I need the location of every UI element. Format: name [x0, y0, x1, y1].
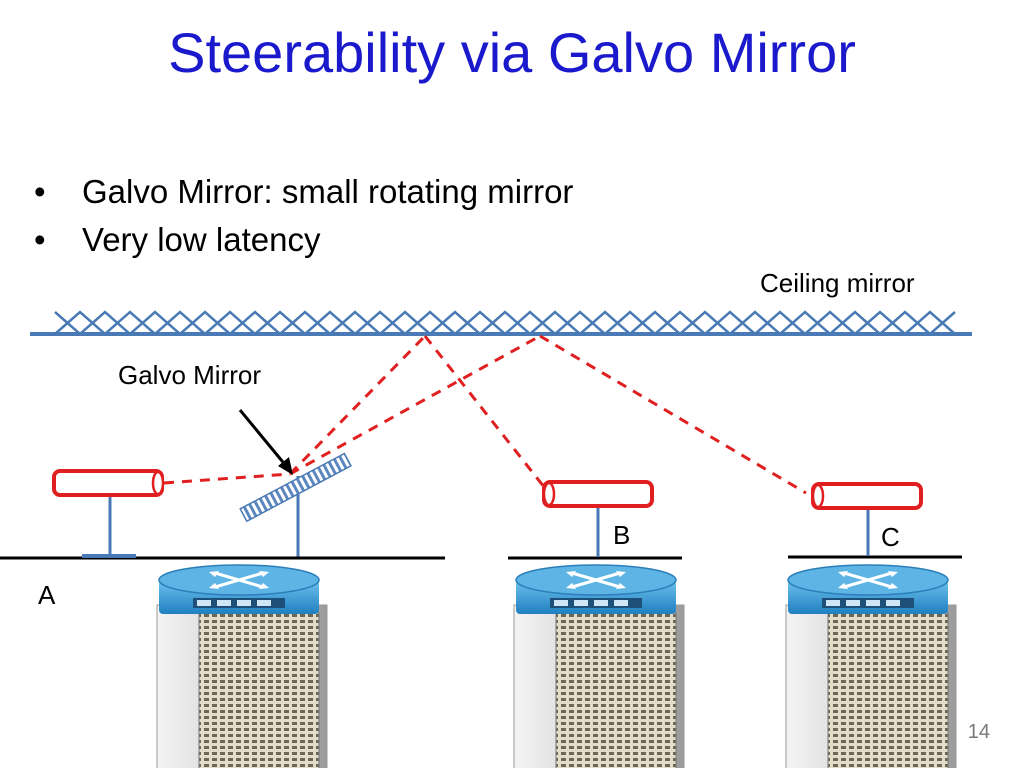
ceiling-mirror: [30, 310, 972, 336]
bullet-text: Very low latency: [82, 221, 321, 258]
bullet-item: • Very low latency: [34, 216, 573, 264]
slide-title: Steerability via Galvo Mirror: [168, 21, 856, 84]
transceiver-a: [52, 469, 165, 558]
server-rack-a: [156, 564, 328, 768]
bullet-text: Galvo Mirror: small rotating mirror: [82, 173, 574, 210]
galvo-mirror: [239, 452, 352, 557]
page-number: 14: [967, 721, 990, 743]
bullet-list: • Galvo Mirror: small rotating mirror • Ve…: [34, 168, 573, 264]
transceiver-b: [542, 480, 654, 557]
bullet-item: • Galvo Mirror: small rotating mirror: [34, 168, 573, 216]
beam-ceiling-to-c: [539, 334, 807, 495]
router-a: [158, 564, 320, 614]
server-rack-b: [513, 564, 685, 768]
node-c-label: C: [881, 522, 900, 552]
ceiling-mirror-label: Ceiling mirror: [760, 268, 915, 298]
server-rack-c: [785, 564, 957, 768]
beam-ceiling-to-b: [423, 335, 550, 493]
bullet-dot: •: [34, 173, 46, 210]
beam-galvo-to-ceiling-2: [289, 334, 541, 476]
router-c: [787, 564, 949, 614]
node-a-label: A: [38, 580, 56, 610]
node-b-label: B: [613, 520, 631, 550]
transceiver-c: [811, 482, 923, 556]
beam-galvo-to-ceiling-1: [288, 334, 427, 476]
galvo-pointer-arrow: [238, 409, 293, 475]
router-b: [515, 564, 677, 614]
laser-beams: [163, 334, 807, 495]
galvo-mirror-label: Galvo Mirror: [118, 360, 262, 390]
bullet-dot: •: [34, 221, 46, 258]
beam-a-to-galvo: [163, 472, 291, 485]
